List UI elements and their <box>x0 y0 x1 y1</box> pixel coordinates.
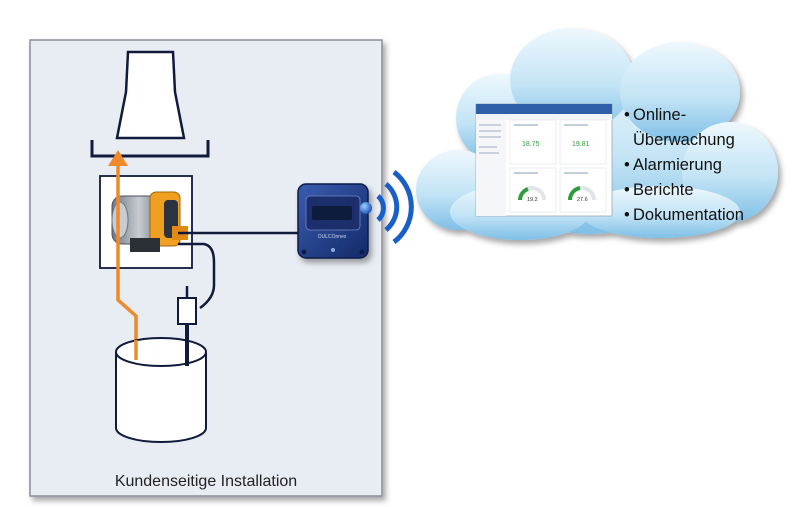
stack-bracket <box>90 140 210 158</box>
wifi-signal-icon <box>360 170 414 244</box>
dashboard-screenshot: 18.75 19.81 19.2 27.6 <box>475 103 613 217</box>
svg-text:DULCOnnex: DULCOnnex <box>318 234 347 240</box>
feature-item-text: Überwachung <box>633 131 735 149</box>
gauge-fill <box>518 187 529 201</box>
feature-item: Dokumentation <box>624 203 744 228</box>
storage-tank <box>115 337 207 443</box>
chimney-stack <box>115 50 186 140</box>
dashboard-tile <box>559 119 607 165</box>
tile-value: 19.2 <box>527 197 538 203</box>
dashboard-tile <box>509 119 557 165</box>
gas-sensor-icon <box>111 191 188 252</box>
gauge-fill <box>567 186 581 201</box>
tile-value: 27.6 <box>577 197 588 203</box>
feature-item: Berichte <box>624 178 744 203</box>
feature-list: Online- Überwachung Alarmierung Berichte… <box>624 103 744 228</box>
tile-value: 18.75 <box>522 141 540 148</box>
sample-flow-line <box>116 160 138 350</box>
feature-item: Alarmierung <box>624 153 744 178</box>
level-probe <box>177 297 197 325</box>
transmitter-device: DULCOnnex <box>297 183 369 259</box>
tile-value: 19.81 <box>572 141 590 148</box>
installation-caption: Kundenseitige Installation <box>114 473 298 490</box>
cable-to-probe <box>178 242 216 310</box>
feature-item: Online- <box>624 103 744 128</box>
feature-item-continuation: Überwachung <box>624 128 744 153</box>
flow-arrow-head <box>108 150 128 166</box>
